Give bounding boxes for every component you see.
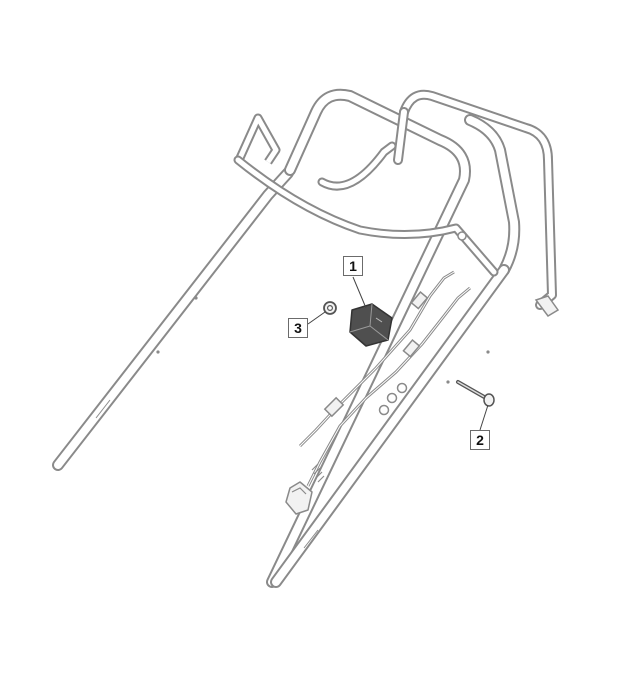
leader-line-1 [352, 276, 367, 309]
leader-line-2 [479, 404, 489, 431]
handle-cross-rail [233, 113, 499, 277]
upper-handle-bar [266, 88, 471, 588]
control-bail-bar [393, 89, 560, 317]
control-cables [298, 270, 471, 487]
callout-label-1: 1 [343, 256, 363, 276]
part-3-nut [323, 301, 337, 315]
part-1-cable-clip [349, 303, 393, 347]
leader-line-3 [307, 311, 326, 325]
callout-label-2: 2 [470, 430, 490, 450]
cable-connector-block [285, 481, 313, 515]
right-handle-tube [270, 114, 521, 588]
spare-washers [378, 382, 408, 416]
callout-label-3: 3 [288, 318, 308, 338]
lower-handle-left-tube [52, 167, 294, 471]
part-2-bolt [456, 380, 495, 407]
